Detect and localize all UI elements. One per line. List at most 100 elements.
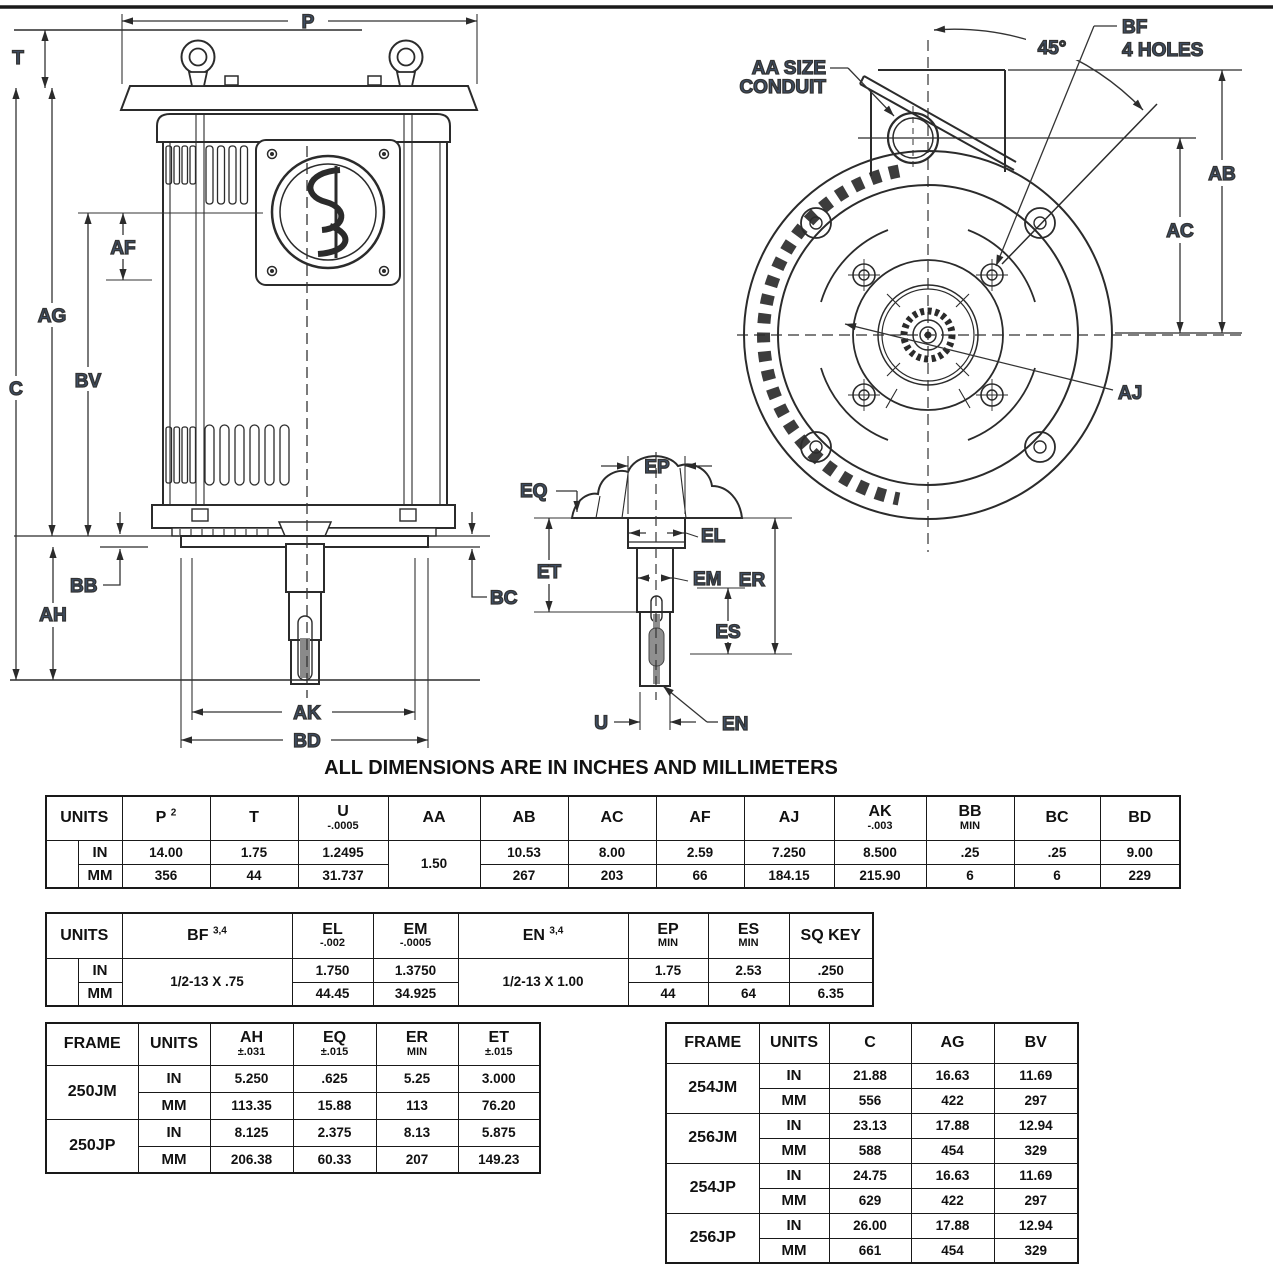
table-cell: 12.94 — [993, 1112, 1079, 1139]
frame-cell: 250JM — [45, 1064, 139, 1120]
column-header-units: UNITS — [137, 1022, 211, 1066]
frame-cell: 254JP — [665, 1162, 760, 1214]
shaft-boss — [277, 521, 333, 537]
dim-label-t: T — [12, 48, 24, 69]
table-cell: 64 — [707, 981, 790, 1007]
column-header-frame: FRAME — [665, 1022, 760, 1064]
table-cell: 207 — [375, 1145, 459, 1174]
table-cell: 1.2495 — [297, 839, 389, 865]
table-cell: MM — [758, 1087, 830, 1114]
table-cell: 8.00 — [567, 839, 657, 865]
table-cell: 297 — [993, 1087, 1079, 1114]
table-cell: 113.35 — [209, 1091, 294, 1120]
column-header-em: EM-.0005 — [372, 912, 459, 959]
table-cell: 16.63 — [910, 1162, 995, 1189]
mounting-ears — [800, 207, 1056, 463]
column-header-bv: BV — [993, 1022, 1079, 1064]
table-cell: 184.15 — [743, 863, 835, 889]
cooling-fins-upper — [165, 145, 249, 205]
shaft — [285, 543, 325, 685]
table-cell: IN — [758, 1212, 830, 1239]
dim-label-bf: BF — [1122, 17, 1147, 38]
column-header-et: ET±.015 — [457, 1022, 541, 1066]
table-cell: 422 — [910, 1187, 995, 1214]
table-cell: 422 — [910, 1087, 995, 1114]
front-view-dimensions: 45° BF 4 HOLES AA SIZE CONDUIT AB AC AJ — [739, 16, 1237, 404]
column-header-u: U-.0005 — [297, 795, 389, 841]
shaft-spline — [900, 307, 956, 363]
table-row: 254JM IN 21.88 16.63 11.69 — [665, 1062, 1079, 1114]
dim-label-er: ER — [739, 570, 766, 591]
dim-label-es: ES — [715, 622, 740, 643]
front-fin-teeth — [757, 164, 901, 506]
table-cell: IN — [758, 1162, 830, 1189]
table-cell: 1.75 — [209, 839, 299, 865]
dimensions-note: ALL DIMENSIONS ARE IN INCHES AND MILLIME… — [324, 757, 838, 779]
dim-label-eq: EQ — [520, 481, 547, 502]
column-header-c: C — [828, 1022, 912, 1064]
table-row: MM 661 454 329 — [666, 1237, 1079, 1264]
bf-bolt-holes — [848, 259, 1008, 411]
table-cell: 7.250 — [743, 839, 835, 865]
column-header-ak: AK-.003 — [833, 795, 927, 841]
table-cell: 5.250 — [209, 1064, 294, 1093]
column-header-frame: FRAME — [45, 1022, 139, 1066]
table-row: 254JP IN 24.75 16.63 11.69 — [665, 1162, 1079, 1214]
frame-cell: 250JP — [45, 1118, 139, 1174]
table-cell: 66 — [655, 863, 745, 889]
dim-label-ak: AK — [293, 703, 321, 724]
dim-label-aj: AJ — [1118, 383, 1142, 404]
dim-label-45deg: 45° — [1038, 38, 1067, 59]
table-cell: 215.90 — [833, 863, 927, 889]
dim-label-u: U — [594, 713, 608, 734]
table-cell: 8.125 — [209, 1118, 294, 1147]
table-cell: 16.63 — [910, 1062, 995, 1089]
cooling-fins-lower — [165, 424, 290, 486]
side-view-drawing — [10, 29, 490, 698]
table-cell: .625 — [292, 1064, 377, 1093]
table-cell: 17.88 — [910, 1212, 995, 1239]
front-view-drawing — [737, 40, 1243, 552]
table-cell: 588 — [828, 1137, 912, 1164]
column-header-af: AF — [655, 795, 745, 841]
dim-label-c: C — [9, 379, 23, 400]
dim-label-bv: BV — [75, 371, 102, 392]
column-header-units: UNITS — [45, 795, 123, 841]
table-row: IN 1/2-13 X .75 1.750 1.3750 1/2-13 X 1.… — [45, 957, 874, 1007]
column-header-aa: AA — [387, 795, 481, 841]
column-header-ab: AB — [479, 795, 569, 841]
table-cell: 329 — [993, 1137, 1079, 1164]
table-cell: 8.13 — [375, 1118, 459, 1147]
table-cell: 9.00 — [1099, 839, 1181, 865]
dim-label-el: EL — [701, 526, 726, 547]
table-cell: .25 — [1013, 839, 1101, 865]
table-cell: 1.75 — [627, 957, 709, 983]
frame-table-250-256: FRAME UNITS C AG BV 254JM IN 21.88 16.63… — [665, 1022, 1079, 1264]
side-view-dimensions: P T C AG BV AF BB AH AK BD BC — [8, 11, 518, 752]
dim-label-af: AF — [110, 238, 135, 259]
motor-top-cap — [156, 113, 451, 143]
table-cell: 2.53 — [707, 957, 790, 983]
dim-label-ab: AB — [1208, 164, 1235, 185]
dim-label-conduit: CONDUIT — [739, 77, 826, 98]
table-cell: 1/2-13 X .75 — [121, 957, 293, 1007]
table-cell: 1.3750 — [372, 957, 459, 983]
table-cell: 11.69 — [993, 1162, 1079, 1189]
table-cell: 454 — [910, 1137, 995, 1164]
table-cell: 267 — [479, 863, 569, 889]
table-row: MM 44.45 34.925 44 64 6.35 — [46, 981, 874, 1007]
table-cell: IN — [77, 957, 123, 983]
column-header-en: EN 3,4 — [457, 912, 629, 959]
table-cell: 44 — [627, 981, 709, 1007]
table-cell: 17.88 — [910, 1112, 995, 1139]
table-row: 256JP IN 26.00 17.88 12.94 — [665, 1212, 1079, 1264]
column-header-bf: BF 3,4 — [121, 912, 293, 959]
table-cell: 6 — [925, 863, 1015, 889]
table-cell: MM — [77, 863, 123, 889]
table-cell: 24.75 — [828, 1162, 912, 1189]
table-cell: IN — [77, 839, 123, 865]
table-cell: 44 — [209, 863, 299, 889]
